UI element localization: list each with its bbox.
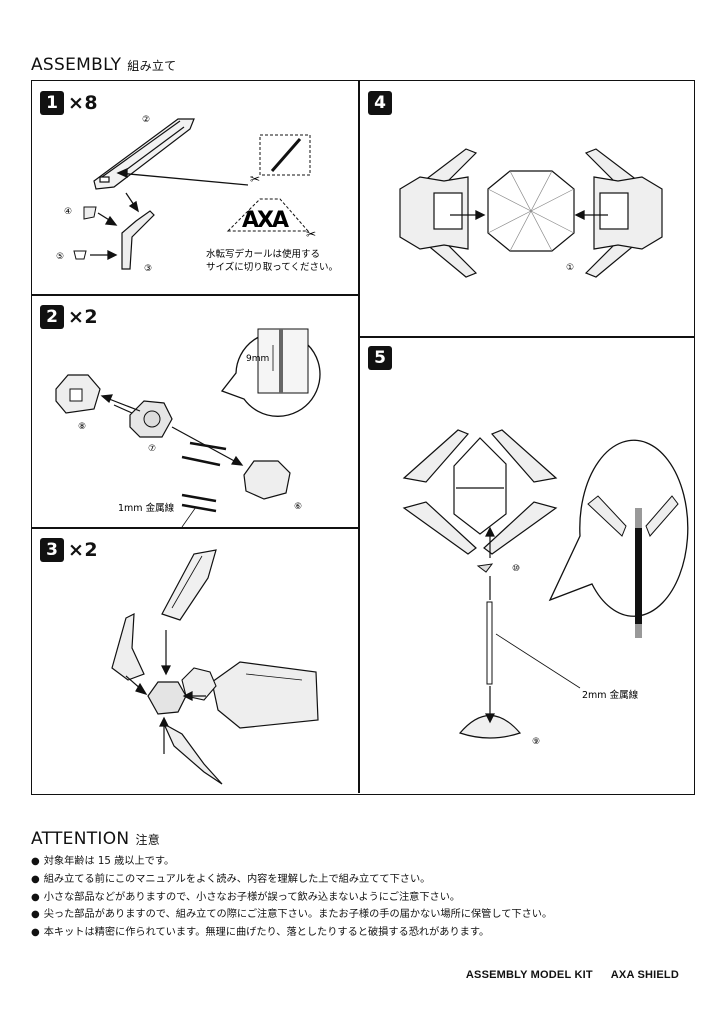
step-3-badge: 3 ×2 bbox=[40, 538, 98, 562]
attention-item: 対象年齢は 15 歳以上です。 bbox=[31, 853, 552, 871]
measurement-label: 9mm bbox=[246, 354, 269, 364]
part-label: ⑩ bbox=[512, 564, 520, 574]
attention-subtitle: 注意 bbox=[135, 833, 161, 847]
part-label: ⑨ bbox=[532, 737, 540, 747]
wire-label: 2mm 金属線 bbox=[582, 689, 639, 701]
attention-item: 小さな部品などがありますので、小さなお子様が誤って飲み込まないようにご注意下さい… bbox=[31, 889, 552, 907]
svg-text:✂: ✂ bbox=[306, 227, 316, 241]
footer: ASSEMBLY MODEL KIT AXA SHIELD bbox=[466, 969, 679, 981]
step-3-illustration bbox=[111, 549, 319, 785]
step-5-panel: 5 bbox=[360, 338, 694, 793]
assembly-grid: 1 ×8 bbox=[31, 80, 695, 795]
decal-note-1: 水転写デカールは使用する bbox=[206, 248, 320, 260]
footer-product-line: ASSEMBLY MODEL KIT bbox=[465, 969, 593, 981]
assembly-subtitle: 組み立て bbox=[127, 59, 177, 73]
step-3-panel: 3 ×2 bbox=[32, 528, 358, 793]
attention-item: 組み立てる前にこのマニュアルをよく読み、内容を理解した上で組み立てて下さい。 bbox=[31, 871, 552, 889]
vertical-divider bbox=[358, 81, 360, 793]
step-3-multiplier: ×2 bbox=[68, 539, 99, 561]
attention-heading: ATTENTION 注意 bbox=[31, 829, 160, 849]
assembly-title: ASSEMBLY bbox=[31, 55, 122, 75]
part-label: ⑤ bbox=[56, 252, 64, 262]
step-5-badge: 5 bbox=[368, 346, 392, 370]
step-2-multiplier: ×2 bbox=[68, 306, 99, 328]
step-2-number: 2 bbox=[40, 305, 64, 329]
step-1-number: 1 bbox=[40, 91, 64, 115]
part-label: ④ bbox=[64, 207, 72, 217]
part-label: ① bbox=[566, 263, 574, 273]
decal-note-2: サイズに切り取ってください。 bbox=[206, 261, 338, 273]
step-2-badge: 2 ×2 bbox=[40, 305, 98, 329]
part-label: ③ bbox=[144, 264, 152, 274]
part-label: ② bbox=[142, 115, 150, 125]
wire-label: 1mm 金属線 bbox=[118, 502, 175, 514]
attention-item: 尖った部品がありますので、組み立ての際にご注意下さい。またお子様の手の届かない場… bbox=[31, 906, 552, 924]
step-4-number: 4 bbox=[368, 91, 392, 115]
step-2-panel: 2 ×2 bbox=[32, 295, 358, 527]
step-4-panel: 4 bbox=[360, 81, 694, 336]
step-1-panel: 1 ×8 bbox=[32, 81, 358, 294]
divider-1-2 bbox=[32, 294, 358, 296]
step-5-illustration: ⑩ ⑨ 2mm 金属線 bbox=[402, 429, 689, 747]
footer-product-name: AXA SHIELD bbox=[610, 969, 679, 981]
step-4-badge: 4 bbox=[368, 91, 392, 115]
step-1-badge: 1 ×8 bbox=[40, 91, 98, 115]
step-3-number: 3 bbox=[40, 538, 64, 562]
attention-title: ATTENTION bbox=[31, 829, 130, 849]
step-1-illustration: ✂ AXA ✂ ② ④ ⑤ ③ 水転写デカールは使用する サイズに切り取ってくだ… bbox=[56, 115, 338, 274]
part-label: ⑥ bbox=[294, 502, 302, 512]
attention-item: 本キットは精密に作られています。無理に曲げたり、落としたりすると破損する恐れがあ… bbox=[31, 924, 552, 942]
attention-list: 対象年齢は 15 歳以上です。 組み立てる前にこのマニュアルをよく読み、内容を理… bbox=[31, 853, 552, 942]
assembly-heading: ASSEMBLY 組み立て bbox=[31, 55, 176, 75]
decal-logo: AXA bbox=[242, 208, 289, 233]
step-1-multiplier: ×8 bbox=[68, 92, 99, 114]
part-label: ⑦ bbox=[148, 444, 156, 454]
svg-text:✂: ✂ bbox=[250, 172, 260, 186]
divider-4-5 bbox=[358, 336, 694, 338]
step-2-illustration: 9mm ⑧ ⑦ ⑥ 1mm 金属線 bbox=[55, 328, 321, 527]
step-5-number: 5 bbox=[368, 346, 392, 370]
step-4-illustration: ① bbox=[399, 148, 663, 278]
part-label: ⑧ bbox=[78, 422, 86, 432]
divider-2-3 bbox=[32, 527, 358, 529]
